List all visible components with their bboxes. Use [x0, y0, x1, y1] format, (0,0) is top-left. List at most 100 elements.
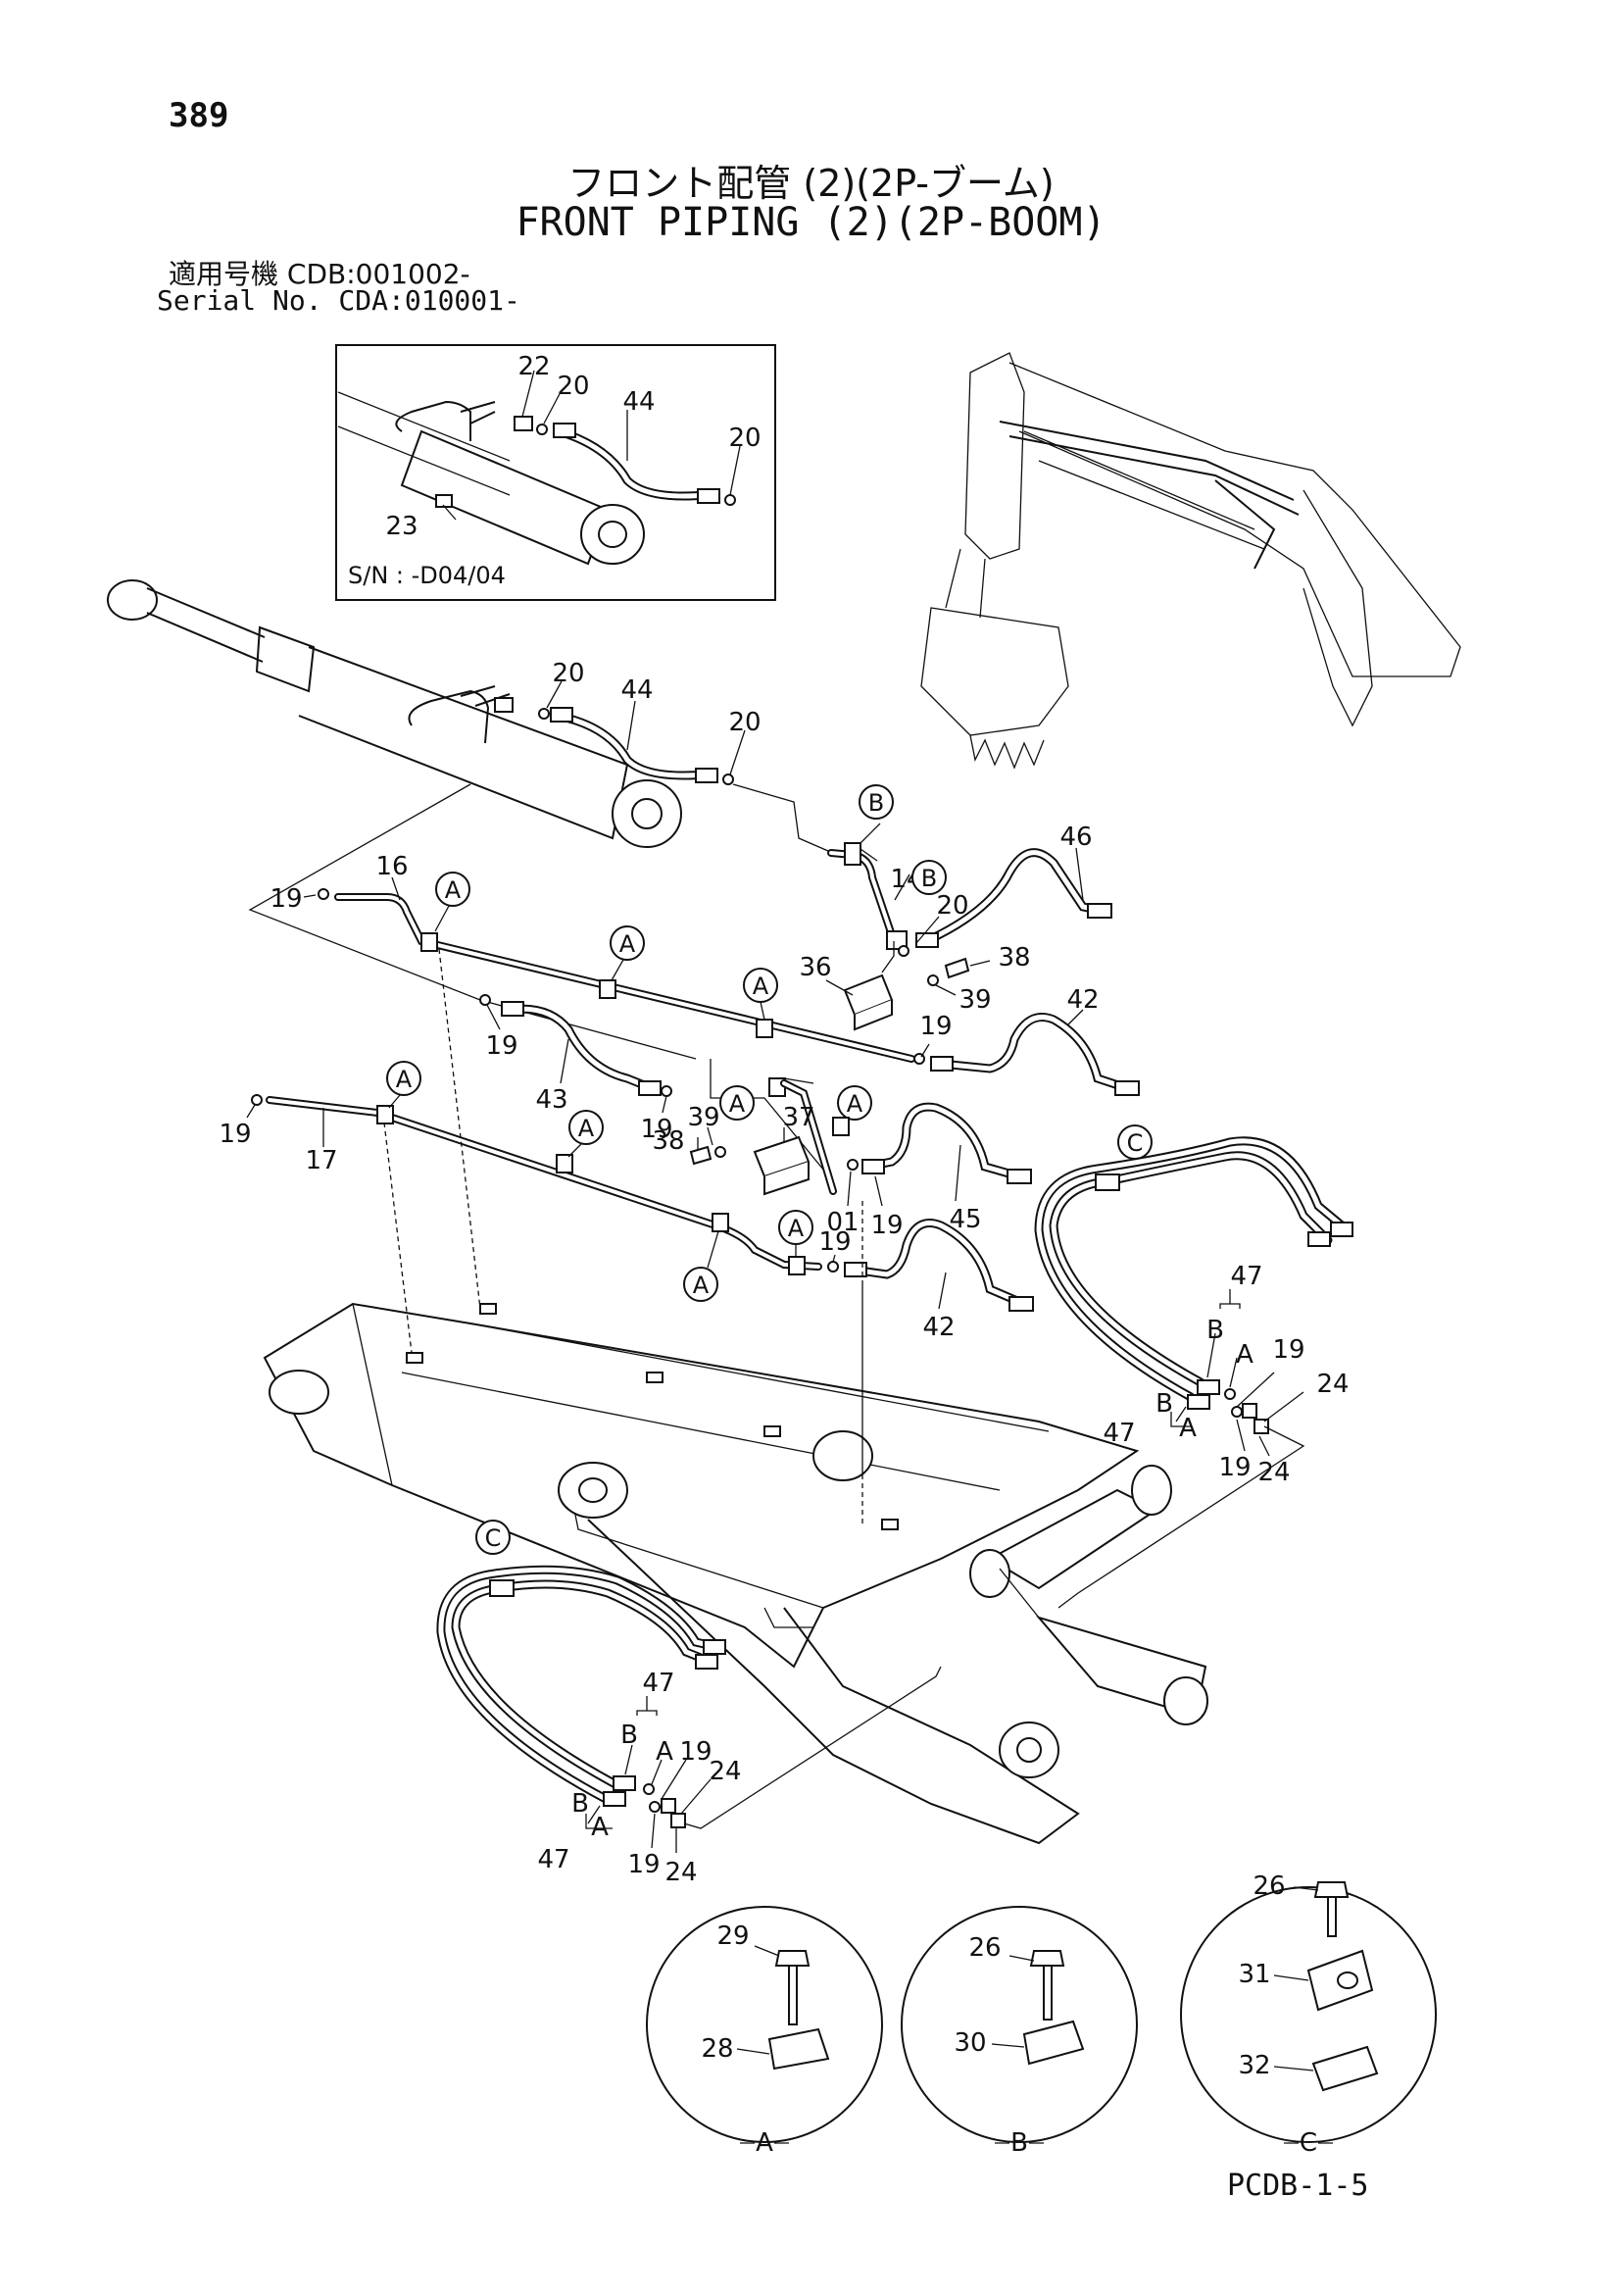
bracket-36-link: [881, 941, 895, 973]
detail-c-clamp-31-hole: [1337, 1972, 1358, 1989]
hose-44-end-a: [550, 707, 573, 723]
clamp-a-pipe16-3: [756, 1019, 773, 1038]
hose-47-right-end-2: [1330, 1222, 1353, 1237]
fitting-main-a: [494, 697, 514, 713]
ref-a-leader-2: [611, 959, 624, 981]
ref-marker-A: [386, 1061, 421, 1096]
hose-44-core: [554, 713, 709, 778]
boom-outline: [263, 1302, 1140, 1669]
pipe-16-core: [336, 895, 913, 1061]
hose-45-end-a: [861, 1159, 885, 1174]
detail-circle-C: [1180, 1886, 1437, 2143]
hose-47-right-fit-2: [1187, 1394, 1210, 1410]
detail-view-B: 26 30 B: [901, 1906, 1138, 2158]
hose-43-end-a: [501, 1001, 524, 1017]
ref-a-leader-5: [567, 1143, 582, 1158]
inset-view: 22 20 44 20 23 S/N : -D04/04: [335, 344, 776, 601]
ref-marker-B: [859, 784, 894, 820]
inset-cylinder-body: [400, 429, 610, 566]
cylinder-gland: [255, 625, 316, 693]
detail-b-bolt-head-26: [1029, 1950, 1065, 1967]
overview-bucket-teeth: [969, 734, 1045, 770]
ref-marker-C: [475, 1520, 511, 1555]
ref-letter-B: B: [921, 865, 937, 892]
lower-cylinder-eye-hole: [1016, 1737, 1042, 1763]
detail-a-clamp-28: [767, 2027, 830, 2071]
hose-47-right-b-core: [1036, 1138, 1351, 1400]
oring-19-hose42l: [827, 1261, 839, 1273]
inset-hose-44-core: [556, 428, 709, 499]
oring-19-right-b: [1231, 1406, 1243, 1418]
callout-38: 38: [998, 943, 1030, 973]
oring-19-hose42u-leader: [920, 1043, 930, 1058]
boom-clamp-mount-3: [646, 1372, 664, 1383]
boom-clamp-mount-5: [881, 1519, 899, 1530]
boom-edges: [352, 1303, 1050, 1609]
title-japanese: フロント配管 (2)(2P-ブーム): [567, 162, 1055, 205]
callout-A: A: [1236, 1340, 1253, 1370]
overview-piping: [999, 421, 1300, 570]
inset-cylinder-eye-hole: [598, 521, 627, 548]
pipe-01-core: [782, 1081, 835, 1193]
callout-44: 44: [622, 387, 655, 417]
fitting-24-right-b: [1253, 1419, 1269, 1434]
ref-letter-A: A: [396, 1066, 413, 1093]
hose-43-core: [507, 1006, 655, 1091]
detail-a-bolt-shank: [788, 1965, 798, 2025]
left-bundle-routing-line: [683, 1666, 942, 1829]
ref-marker-A: [435, 872, 470, 907]
overview-bucket: [920, 607, 1069, 736]
ref-a-leader-3: [760, 1001, 765, 1021]
ref-marker-B: [911, 860, 947, 895]
hose-47-left-end-2: [703, 1639, 726, 1655]
pipe-14-leaders: [860, 823, 910, 901]
hose-43-end-b: [638, 1080, 662, 1096]
callout-32: 32: [1238, 2051, 1270, 2080]
serial-applicable-japanese: 適用号機 CDB:001002-: [169, 258, 470, 290]
ref-marker-A: [568, 1110, 604, 1145]
inset-frame: [335, 344, 776, 601]
detail-b-leaders: [991, 1955, 1035, 2048]
detail-label-A: A: [756, 2128, 773, 2158]
bracket-36-assembly: 36 38 39: [799, 941, 1031, 1031]
boom-cylinder-pin-left-hole: [578, 1477, 608, 1503]
ref-letter-A: A: [619, 930, 636, 958]
hose-47-left-b-core: [438, 1567, 720, 1802]
callout-28: 28: [701, 2034, 733, 2064]
inset-leaders: [442, 370, 741, 521]
callout-19: 19: [679, 1737, 712, 1767]
detail-view-A: 29 28 A: [646, 1906, 883, 2158]
boom-top-cylinder-cap: [1131, 1465, 1172, 1516]
callout-26: 26: [968, 1933, 1001, 1963]
right-cylinder-eye: [1163, 1676, 1208, 1725]
callout-19: 19: [818, 1227, 851, 1257]
hose-45: [862, 1102, 1024, 1181]
callout-37: 37: [782, 1103, 814, 1132]
inset-oring-20b: [724, 494, 736, 506]
clamp-a-pipe17-1: [376, 1105, 394, 1124]
inset-hose-end-b: [697, 488, 720, 504]
clamp-a-pipe17-2: [556, 1154, 573, 1173]
callout-A: A: [656, 1737, 673, 1767]
inset-cylinder-rod: [337, 391, 511, 496]
oring-20-main-b: [722, 774, 734, 785]
hose-42-lower-core: [850, 1221, 1027, 1307]
hose-42-upper-assembly: 19 42: [913, 985, 1140, 1096]
hose-46-end-b: [1087, 903, 1112, 919]
bolt-38-lower: [689, 1145, 713, 1166]
inset-cylinder-port: [395, 400, 471, 441]
ref-letter-B: B: [868, 789, 884, 817]
hose-47-right-fit-1: [1197, 1379, 1220, 1395]
hose-47-left-end-1: [695, 1654, 718, 1670]
ref-a-leader-1: [434, 905, 450, 932]
hose-47-right-clamp: [1095, 1173, 1120, 1191]
ref-letter-A: A: [788, 1215, 805, 1242]
oring-19-pipe16: [318, 888, 329, 900]
detail-a-leaders: [736, 1945, 780, 2055]
oring-19-hose45: [847, 1159, 859, 1171]
callout-22: 22: [517, 352, 550, 381]
callout-20: 20: [728, 424, 761, 453]
hose-46-leaders: [915, 847, 1084, 944]
boom-top-cylinder-eye: [969, 1549, 1010, 1598]
